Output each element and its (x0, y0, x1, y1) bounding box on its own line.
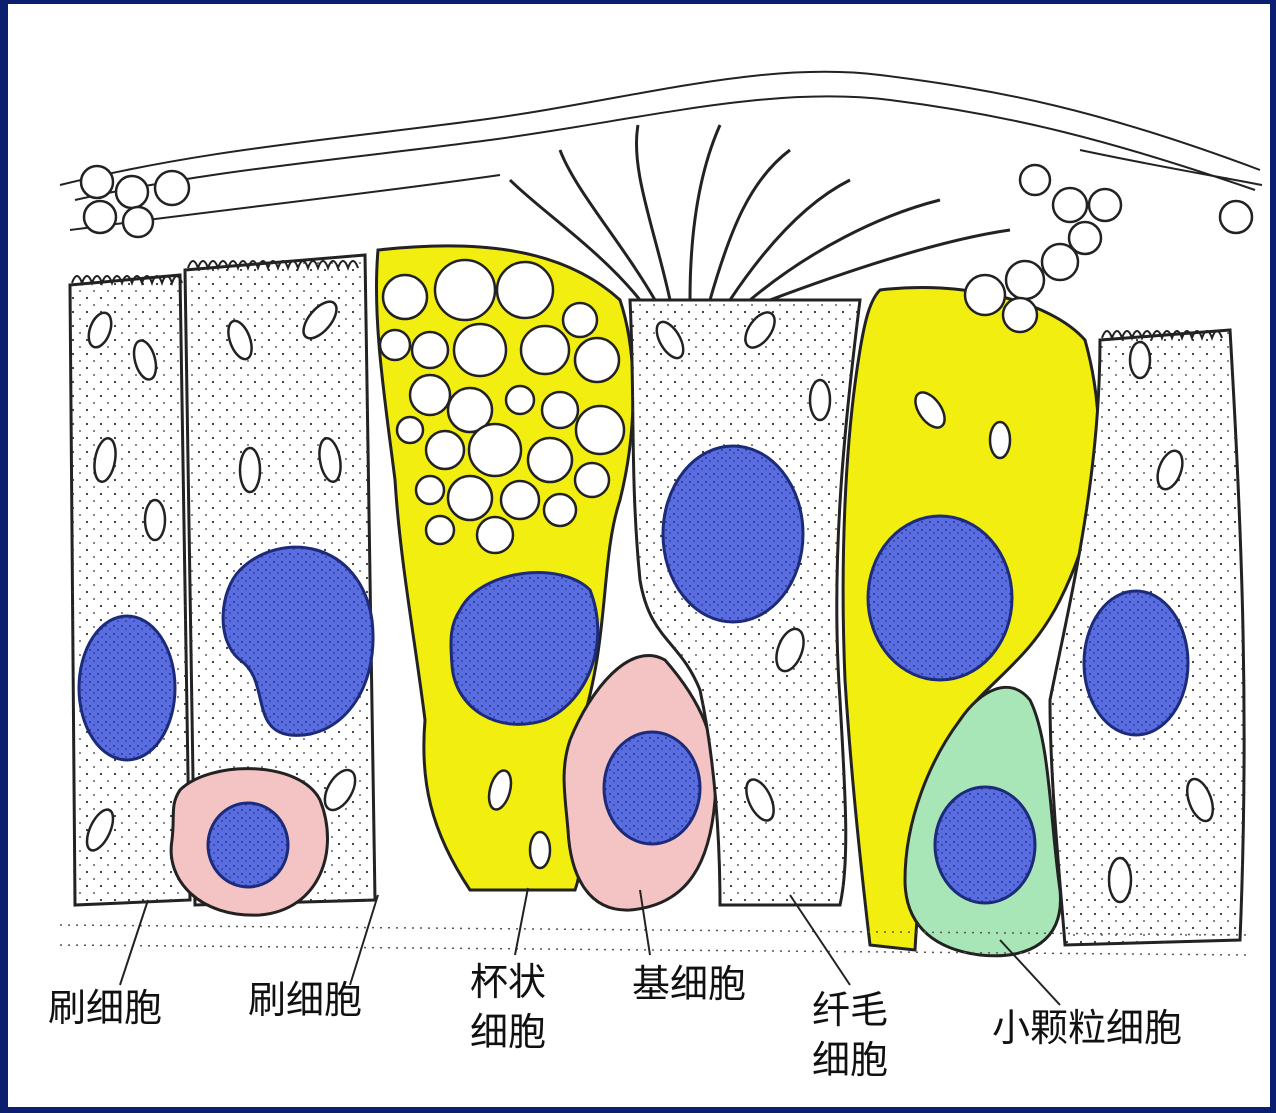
label-goblet-cell-line1: 杯状 (470, 960, 546, 1005)
nucleus (663, 446, 803, 622)
label-small-granule-cell: 小颗粒细胞 (992, 1006, 1182, 1051)
nucleus (79, 616, 175, 760)
label-brush-cell-2: 刷细胞 (248, 978, 362, 1023)
label-basal-cell: 基细胞 (632, 962, 746, 1007)
label-goblet-cell-line2: 细胞 (470, 1010, 546, 1055)
basal-cell-left (171, 769, 327, 916)
nucleus (868, 516, 1012, 680)
nucleus (208, 803, 288, 887)
nucleus (604, 732, 700, 844)
label-brush-cell-1: 刷细胞 (48, 986, 162, 1031)
surface-droplets-left (81, 166, 189, 237)
label-ciliated-cell-line2: 细胞 (812, 1038, 888, 1083)
label-ciliated-cell-line1: 纤毛 (812, 988, 888, 1033)
nucleus (935, 787, 1035, 903)
nucleus (1084, 591, 1188, 735)
